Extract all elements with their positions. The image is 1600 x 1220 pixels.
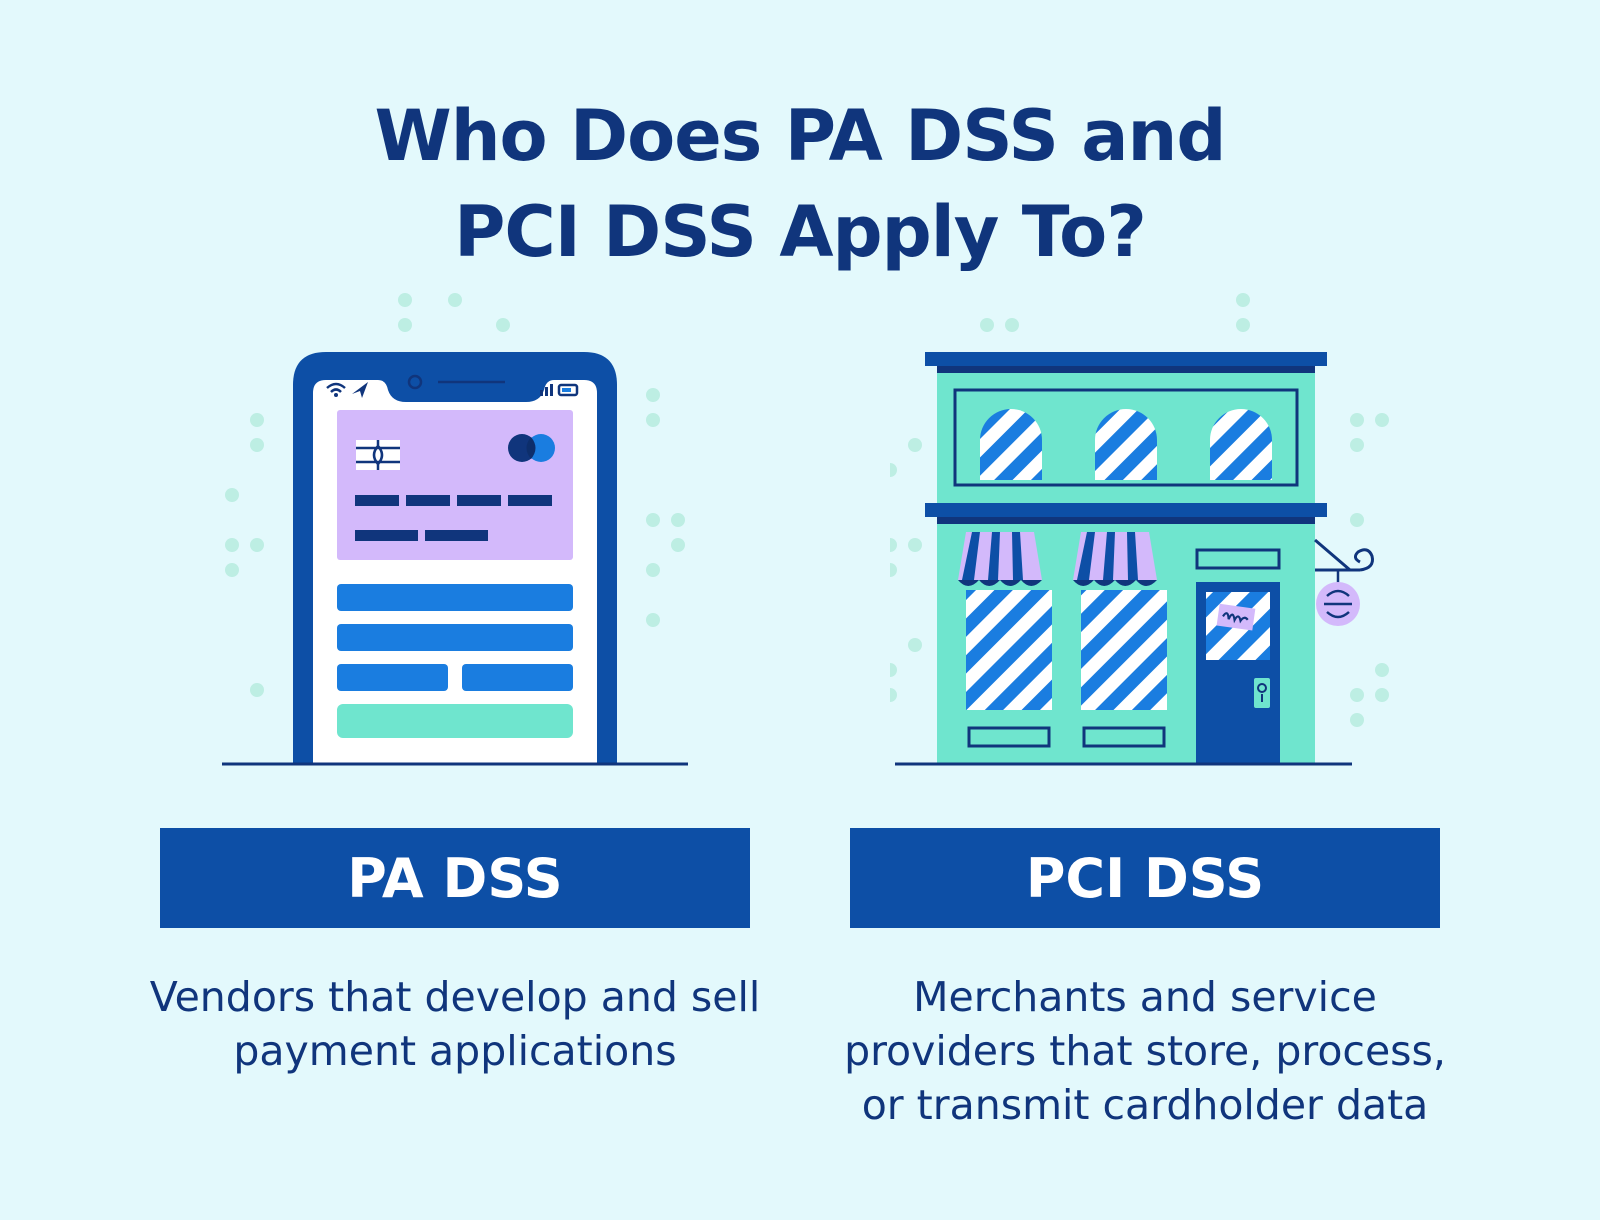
pci-dss-label: PCI DSS	[850, 828, 1440, 928]
title-line-1: Who Does PA DSS and	[374, 95, 1227, 177]
storefront-icon	[883, 290, 1400, 770]
smartphone-payment-app-icon	[210, 290, 700, 770]
pa-dss-description: Vendors that develop and sell payment ap…	[149, 973, 761, 1075]
decorative-dots	[225, 293, 685, 697]
title-line-2: PCI DSS Apply To?	[454, 191, 1147, 273]
pa-dss-label: PA DSS	[160, 828, 750, 928]
page-title: Who Does PA DSS and PCI DSS Apply To?	[0, 88, 1600, 280]
pci-dss-description: Merchants and service providers that sto…	[844, 973, 1446, 1129]
